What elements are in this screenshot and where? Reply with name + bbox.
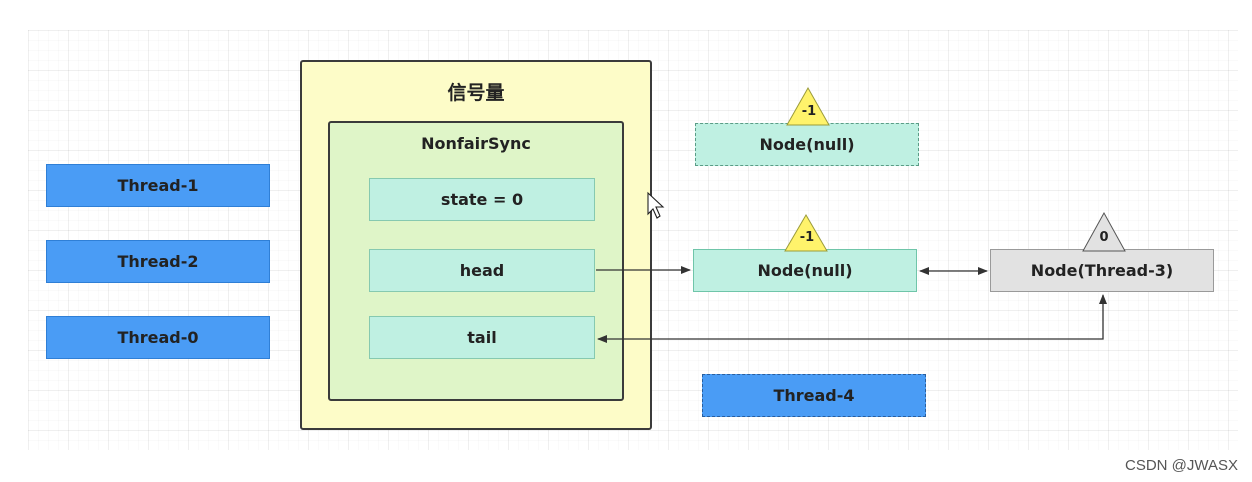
tail-field-label: tail: [467, 328, 497, 347]
thread3-node-status-label: 0: [1099, 230, 1109, 245]
head-node-label: Node(null): [757, 261, 853, 280]
thread-3-node-box: Node(Thread-3): [990, 249, 1214, 292]
state-field: state = 0: [369, 178, 595, 221]
head-node-status-label: -1: [799, 230, 815, 245]
thread-1-label: Thread-1: [117, 176, 199, 195]
thread-4-label: Thread-4: [773, 386, 855, 405]
tail-field: tail: [369, 316, 595, 359]
thread-3-node-label: Node(Thread-3): [1030, 261, 1174, 280]
thread-4-box: Thread-4: [702, 374, 926, 417]
thread-2-box: Thread-2: [46, 240, 270, 283]
nonfair-sync-title: NonfairSync: [421, 134, 531, 153]
head-field: head: [369, 249, 595, 292]
semaphore-title: 信号量: [447, 82, 505, 104]
top-node-status-triangle: [786, 86, 830, 126]
thread3-node-status-triangle: [1082, 211, 1126, 252]
mouse-cursor-icon: [647, 191, 665, 219]
state-field-label: state = 0: [440, 190, 524, 209]
thread-1-box: Thread-1: [46, 164, 270, 207]
thread-0-label: Thread-0: [117, 328, 199, 347]
thread-0-box: Thread-0: [46, 316, 270, 359]
head-node-status-triangle: [784, 214, 828, 252]
top-node-box: Node(null): [695, 123, 919, 166]
top-node-status-label: -1: [801, 104, 817, 119]
head-field-label: head: [459, 261, 505, 280]
csdn-watermark: CSDN @JWASX: [1124, 457, 1238, 474]
top-node-label: Node(null): [759, 135, 855, 154]
thread3-to-tail-arrow: [597, 294, 1107, 343]
thread-2-label: Thread-2: [117, 252, 199, 271]
